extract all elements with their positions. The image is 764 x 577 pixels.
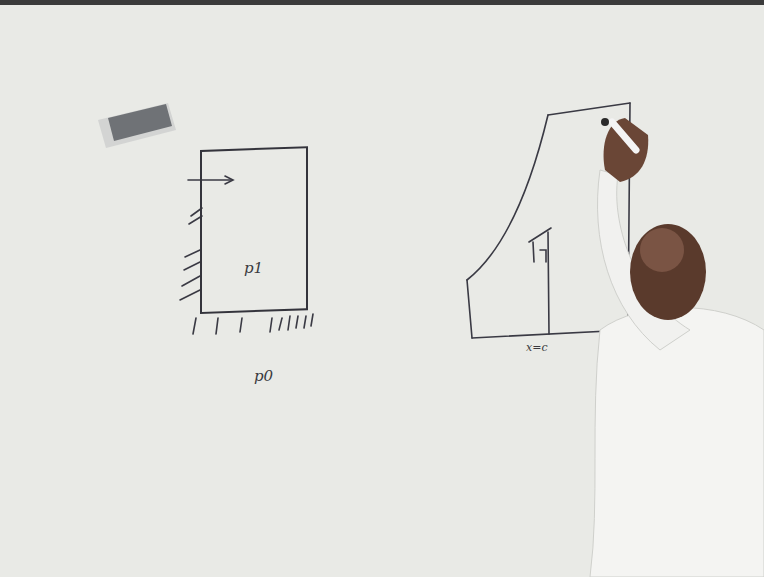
eraser <box>98 103 176 148</box>
pressure-label: p1 <box>244 260 263 277</box>
lecturer <box>590 118 764 577</box>
board-edge <box>0 0 764 5</box>
region-box: p1 <box>200 146 308 314</box>
sketch-label: p0 <box>254 368 273 385</box>
sketch-label: x=c <box>526 342 548 354</box>
